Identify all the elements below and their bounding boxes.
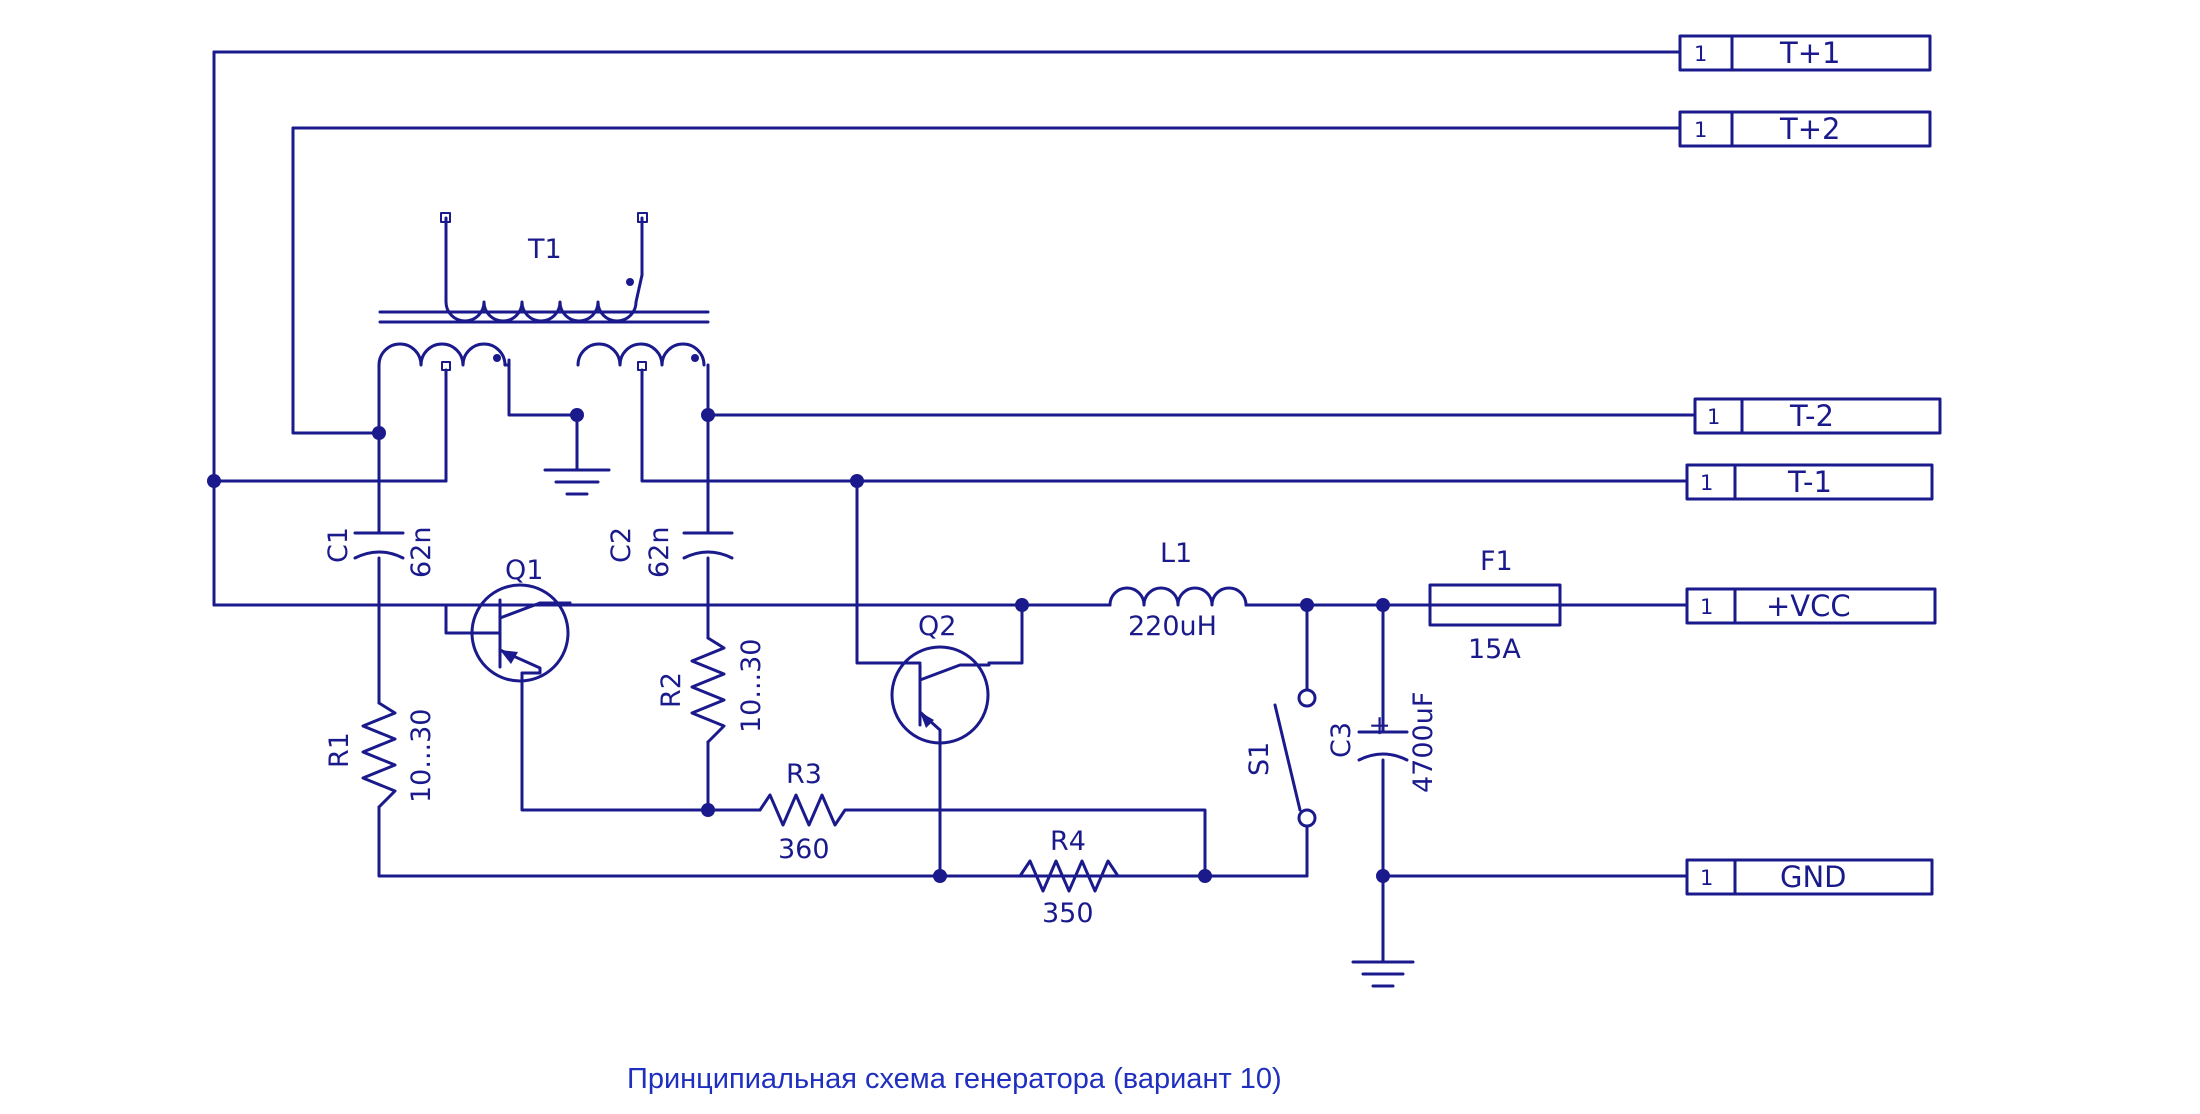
connector-gnd-pin: 1 (1700, 866, 1713, 890)
transistor-q2 (890, 645, 991, 745)
schematic-caption: Принципиальная схема генератора (вариант… (627, 1063, 1282, 1095)
connector-box-t-minus-1 (1685, 463, 1934, 501)
c3-ref: C3 (1326, 722, 1357, 758)
resistor-r2 (690, 636, 726, 744)
connector-t-plus-2-pin: 1 (1694, 118, 1707, 142)
transformer-t1 (377, 212, 710, 371)
q2-ref: Q2 (918, 611, 956, 642)
c2-value: 62n (644, 527, 675, 578)
r1-ref: R1 (324, 732, 355, 768)
junction-dots (207, 408, 1390, 883)
c1-ref: C1 (323, 527, 354, 563)
connector-vcc-name: +VCC (1766, 589, 1851, 623)
r3-ref: R3 (786, 759, 822, 790)
connector-t-minus-1-name: T-1 (1787, 465, 1832, 499)
c3-value: 4700uF (1408, 692, 1439, 793)
connector-t-plus-2-name: T+2 (1779, 112, 1840, 146)
resistor-r3 (758, 793, 854, 827)
connector-t-minus-2-name: T-2 (1789, 399, 1834, 433)
component-labels: T1 C1 62n C2 62n Q1 Q2 R1 10...30 R2 10.… (323, 234, 1521, 929)
connector-box-t-plus-2 (1678, 110, 1932, 148)
r2-value: 10...30 (736, 639, 767, 733)
capacitor-c3 (1357, 730, 1409, 762)
ground-symbol-1 (543, 461, 611, 496)
r2-ref: R2 (656, 672, 687, 708)
connector-box-t-plus-1 (1678, 34, 1932, 72)
connector-t-minus-2-pin: 1 (1707, 405, 1720, 429)
c1-value: 62n (406, 527, 437, 578)
capacitor-c2 (682, 531, 734, 560)
q1-emitter-arrow (500, 650, 518, 664)
connector-t-plus-1-name: T+1 (1779, 36, 1840, 70)
t1-ref: T1 (527, 234, 562, 265)
connector-t-minus-1-pin: 1 (1700, 471, 1713, 495)
resistor-r4 (1018, 859, 1120, 893)
connector-box-t-minus-2 (1693, 397, 1942, 435)
ground-symbol-2 (1351, 958, 1415, 988)
r4-ref: R4 (1050, 826, 1086, 857)
s1-ref: S1 (1244, 742, 1275, 776)
transistor-q1 (444, 583, 572, 683)
wires (212, 50, 1697, 962)
transformer-dots (493, 278, 699, 362)
f1-value: 15A (1468, 634, 1521, 665)
connector-vcc-pin: 1 (1700, 595, 1713, 619)
c2-ref: C2 (606, 527, 637, 563)
l1-value: 220uH (1128, 611, 1217, 642)
capacitor-c1 (353, 531, 405, 560)
q1-ref: Q1 (505, 555, 543, 586)
f1-ref: F1 (1480, 546, 1513, 577)
connector-labels: 1 T+1 1 T+2 1 T-2 1 T-1 1 +VCC 1 GND (1694, 36, 1851, 894)
connector-gnd-name: GND (1780, 860, 1847, 894)
fuse-f1 (1428, 583, 1562, 627)
connector-box-vcc (1685, 587, 1937, 625)
r1-value: 10...30 (406, 709, 437, 803)
connector-t-plus-1-pin: 1 (1694, 42, 1707, 66)
q2-emitter-arrow (920, 712, 934, 728)
r4-value: 350 (1042, 898, 1094, 929)
l1-ref: L1 (1160, 538, 1192, 569)
c3-polarity: + (1364, 714, 1395, 737)
switch-s1 (1273, 688, 1317, 828)
resistor-r1 (361, 701, 397, 809)
connector-box-gnd (1685, 858, 1934, 896)
inductor-l1 (1108, 586, 1248, 607)
r3-value: 360 (778, 834, 830, 865)
